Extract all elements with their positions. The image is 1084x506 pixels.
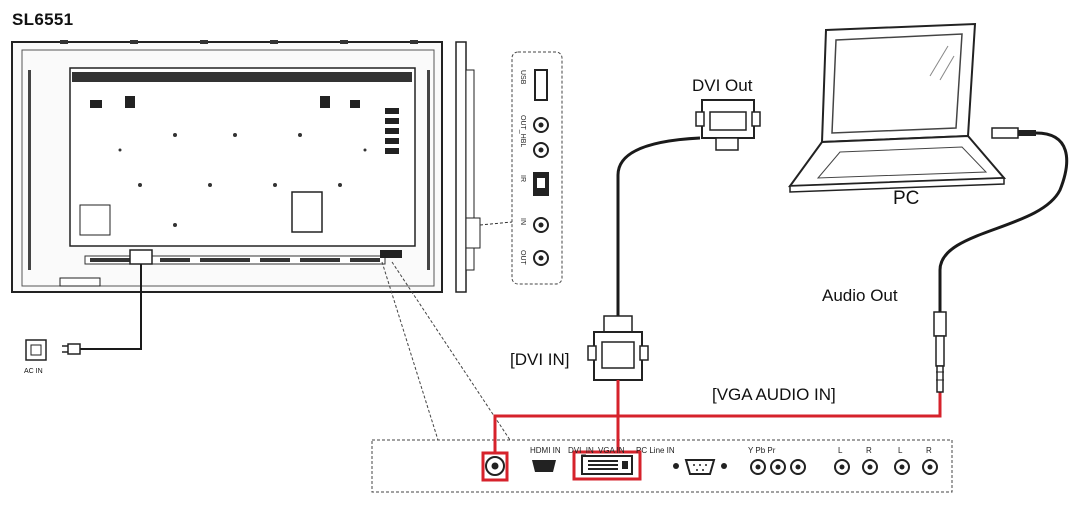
side-in-label: IN [519,218,526,225]
pc-line-in-label: PC Line IN [636,446,675,455]
laptop-icon [787,22,1007,193]
dvi-in-port-label: DVI_IN [568,446,594,455]
dvi-in-label: [DVI IN] [510,350,570,369]
ac-in-label: AC IN [24,368,43,375]
side-usb-label: USB [519,70,526,85]
audio-l1-label: L [838,446,843,455]
display-side [455,41,513,293]
audio-out-label: Audio Out [822,286,898,305]
pc-label: PC [893,188,920,209]
vga-in-label: VGA IN [598,446,625,455]
side-out-hbl-label: OUT_HBL [519,115,526,148]
model-name: SL6551 [12,10,74,29]
bottom-port-panel [371,439,953,493]
vga-audio-route [481,392,942,482]
side-ir-label: IR [519,175,526,182]
dvi-cable [587,99,761,416]
audio-r1-label: R [866,446,872,455]
hdmi-in-label: HDMI IN [530,446,561,455]
side-out-label: OUT [519,250,526,265]
audio-r2-label: R [926,446,932,455]
audio-l2-label: L [898,446,903,455]
callout-lines [381,261,511,441]
display-rear [11,40,443,293]
side-port-panel [511,51,563,285]
vga-audio-in-label: [VGA AUDIO IN] [712,385,836,404]
ypbpr-label: Y Pb Pr [748,446,776,455]
audio-cable [933,127,1069,393]
dvi-out-label: DVI Out [692,76,753,95]
power-cord [25,264,142,361]
